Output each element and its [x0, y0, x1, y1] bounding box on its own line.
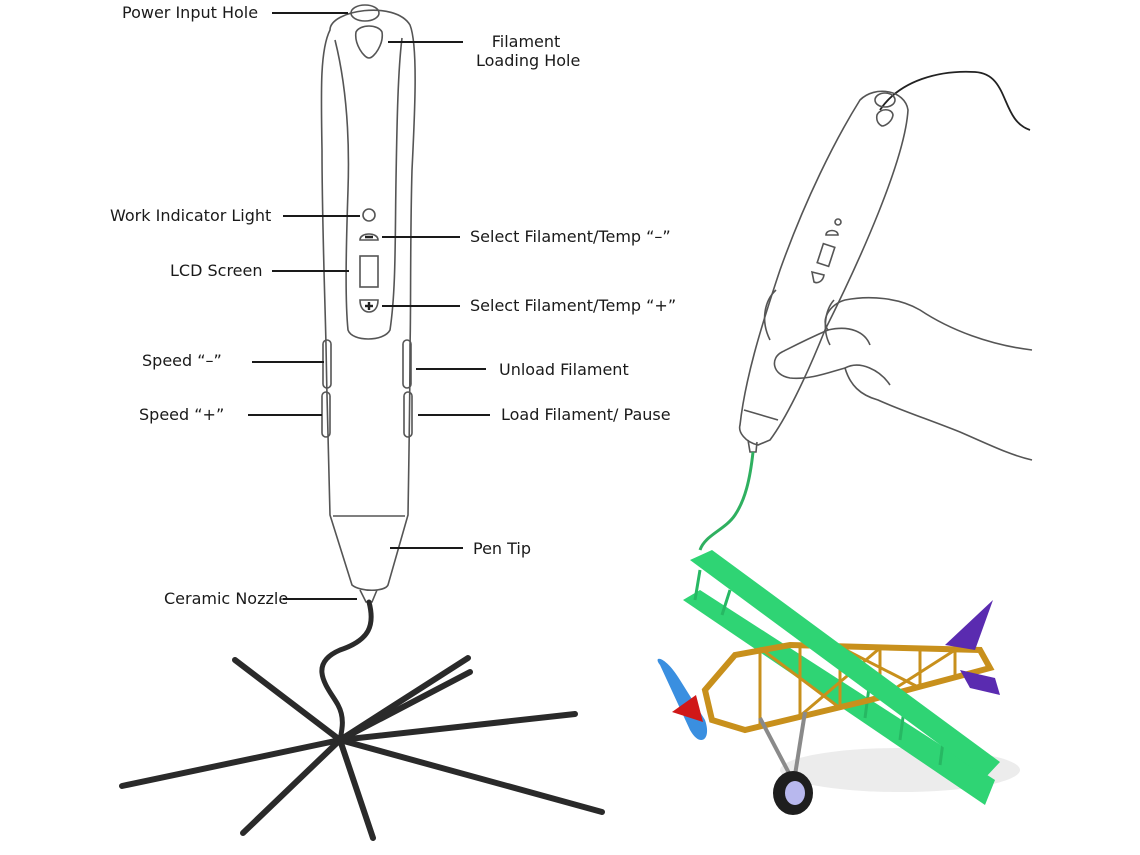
biplane-illustration — [657, 550, 1020, 815]
label-speed-plus: Speed “+” — [139, 405, 225, 424]
speed-plus-button — [321, 391, 331, 438]
label-load-filament-pause: Load Filament/ Pause — [501, 405, 671, 424]
unload-filament-button — [402, 339, 412, 389]
right-pen-body — [738, 90, 909, 446]
label-work-indicator-light: Work Indicator Light — [110, 206, 272, 225]
pen-body-outline — [320, 9, 416, 592]
upper-wing — [690, 550, 1000, 778]
tail-stabilizer — [960, 670, 1000, 695]
label-select-plus: Select Filament/Temp “+” — [470, 296, 677, 315]
label-power-input-hole: Power Input Hole — [122, 3, 259, 22]
power-input-hole — [350, 4, 380, 22]
minus-button — [359, 233, 379, 241]
load-filament-button — [403, 391, 413, 438]
label-filament-loading-hole-line1: Filament — [491, 32, 561, 51]
fuselage — [701, 641, 995, 734]
lcd-screen — [359, 255, 379, 288]
plus-button — [359, 299, 379, 313]
work-indicator-light — [362, 208, 376, 222]
label-pen-tip: Pen Tip — [473, 539, 532, 558]
filament-strand — [319, 599, 374, 743]
speed-minus-button — [322, 339, 332, 389]
filament-star — [119, 599, 605, 841]
label-lcd-screen: LCD Screen — [170, 261, 263, 280]
pen-illustration — [320, 4, 416, 603]
label-select-minus: Select Filament/Temp “–” — [470, 227, 671, 246]
nose-cone — [672, 695, 703, 722]
propeller — [657, 658, 708, 741]
filament-loading-hole — [354, 25, 384, 59]
power-cable — [879, 70, 1031, 131]
green-filament — [698, 451, 755, 551]
label-speed-minus: Speed “–” — [142, 351, 222, 370]
label-unload-filament: Unload Filament — [499, 360, 629, 379]
label-filament-loading-hole-line2: Loading Hole — [476, 51, 581, 70]
label-ceramic-nozzle: Ceramic Nozzle — [164, 589, 289, 608]
label-filament-loading-hole: Filament Loading Hole — [476, 32, 581, 70]
tail-fin — [945, 600, 993, 650]
leader-lines — [248, 12, 490, 600]
hand-holding-pen — [738, 70, 1033, 461]
hand-outline — [773, 296, 1033, 461]
pen-face-outline — [334, 37, 403, 340]
